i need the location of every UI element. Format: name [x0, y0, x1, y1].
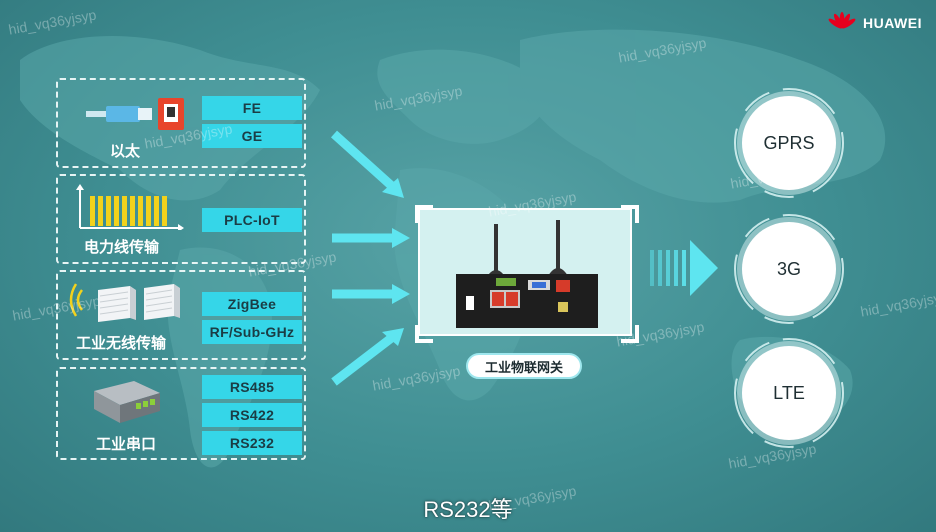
tag-rs232: RS232 [202, 431, 302, 455]
tag-rs422: RS422 [202, 403, 302, 427]
panel-label-wireless: 工业无线传输 [76, 335, 167, 352]
network-ring-icon [734, 214, 844, 324]
subtitle-caption: RS232等 [423, 497, 513, 522]
gateway-corner-tr [621, 205, 639, 223]
panel-serial: 工业串口 RS485 RS422 RS232 [56, 367, 306, 460]
huawei-petal-icon [828, 12, 856, 29]
gateway-corner-tl [415, 205, 433, 223]
gateway-label: 工业物联网关 [466, 353, 582, 379]
wireless-signal-icon [69, 283, 180, 322]
gateway-corner-bl [415, 325, 433, 343]
network-3g: 3G [734, 214, 844, 324]
panel-label-serial: 工业串口 [96, 436, 157, 453]
tag-fe: FE [202, 96, 302, 120]
brand-name: HUAWEI [863, 15, 922, 31]
tag-rf-sub-ghz: RF/Sub-GHz [202, 320, 302, 344]
panel-label-powerline: 电力线传输 [84, 239, 160, 256]
tag-zigbee: ZigBee [202, 292, 302, 316]
powerline-signal-icon [76, 184, 184, 230]
panel-powerline: 电力线传输 PLC-IoT [56, 174, 306, 264]
network-label-gprs: GPRS [763, 132, 815, 153]
tag-rs485: RS485 [202, 375, 302, 399]
network-gprs: GPRS [734, 88, 844, 198]
tag-plc-iot: PLC-IoT [202, 208, 302, 232]
gateway-box [418, 208, 632, 336]
tag-ge: GE [202, 124, 302, 148]
gateway-corner-br [621, 325, 639, 343]
network-label-3g: 3G [776, 258, 801, 279]
huawei-logo: HUAWEI [827, 12, 922, 34]
serial-module-icon [94, 381, 160, 423]
network-ring-icon [734, 88, 844, 198]
gateway-device-icon [456, 220, 598, 328]
network-label-lte: LTE [773, 382, 805, 403]
ethernet-plug-icon [86, 98, 184, 130]
panel-ethernet: 以太 FE GE [56, 78, 306, 168]
network-lte: LTE [734, 338, 844, 448]
panel-label-ethernet: 以太 [110, 143, 141, 160]
panel-wireless: 工业无线传输 ZigBee RF/Sub-GHz [56, 270, 306, 360]
network-ring-icon [734, 338, 844, 448]
